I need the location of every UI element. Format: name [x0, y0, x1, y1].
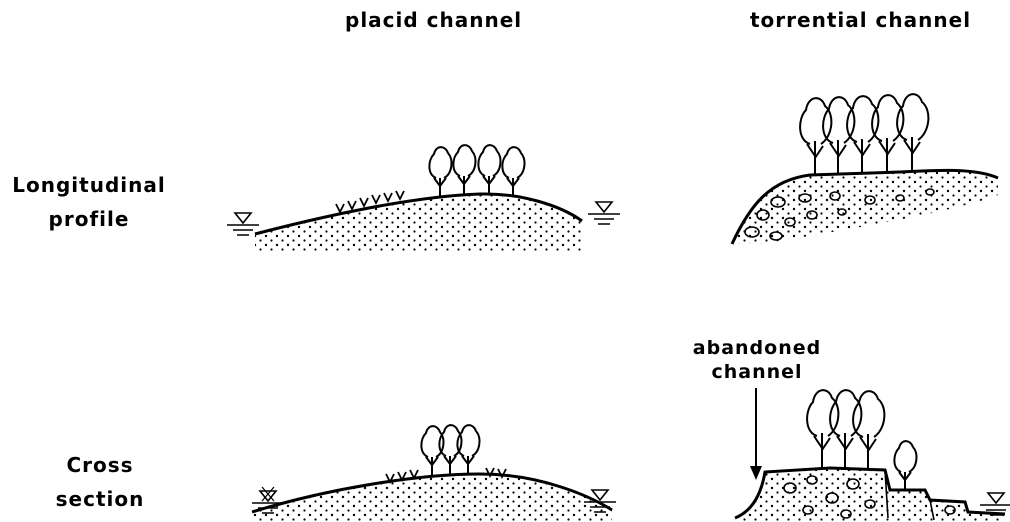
torrential-longitudinal-profile	[732, 94, 998, 244]
placid-cross-section	[252, 425, 616, 522]
water-level-icon	[588, 202, 620, 224]
placid-longitudinal-profile	[227, 145, 620, 252]
torrential-cross-section	[735, 388, 1010, 522]
water-level-icon	[227, 213, 259, 235]
